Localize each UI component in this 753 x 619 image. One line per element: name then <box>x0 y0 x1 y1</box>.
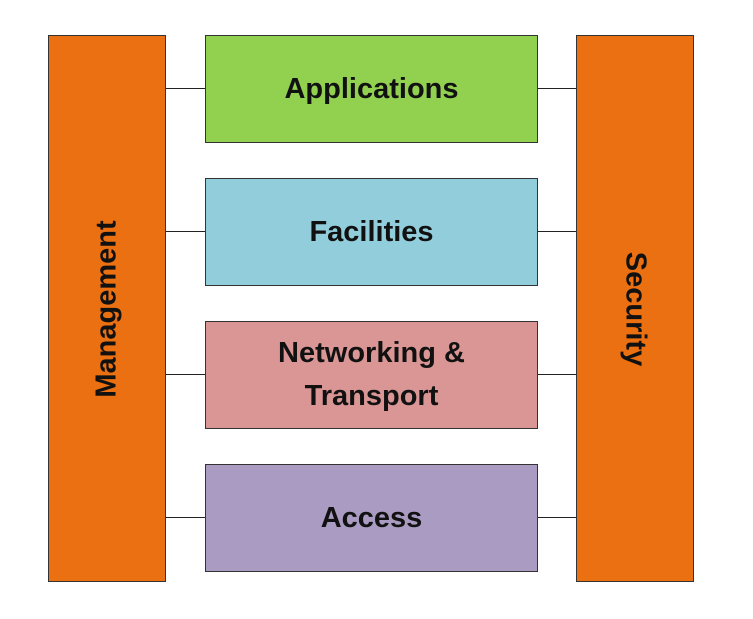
layer-applications: Applications <box>205 35 538 143</box>
layer-networking-transport-label: Networking & Transport <box>278 337 465 412</box>
layer-networking-transport: Networking & Transport <box>205 321 538 429</box>
layer-facilities: Facilities <box>205 178 538 286</box>
security-bar: Security <box>576 35 694 582</box>
layer-access-label: Access <box>320 501 423 534</box>
management-bar: Management <box>48 35 166 582</box>
layer-facilities-label: Facilities <box>309 215 434 248</box>
connector-applications-security <box>538 88 576 89</box>
layer-access: Access <box>205 464 538 572</box>
management-label: Management <box>90 219 123 398</box>
connector-management-applications <box>166 88 205 89</box>
connector-networking-security <box>538 374 576 375</box>
connector-management-networking <box>166 374 205 375</box>
connector-management-facilities <box>166 231 205 232</box>
connector-access-security <box>538 517 576 518</box>
layer-applications-label: Applications <box>284 72 459 105</box>
connector-facilities-security <box>538 231 576 232</box>
connector-management-access <box>166 517 205 518</box>
security-label: Security <box>619 251 652 366</box>
